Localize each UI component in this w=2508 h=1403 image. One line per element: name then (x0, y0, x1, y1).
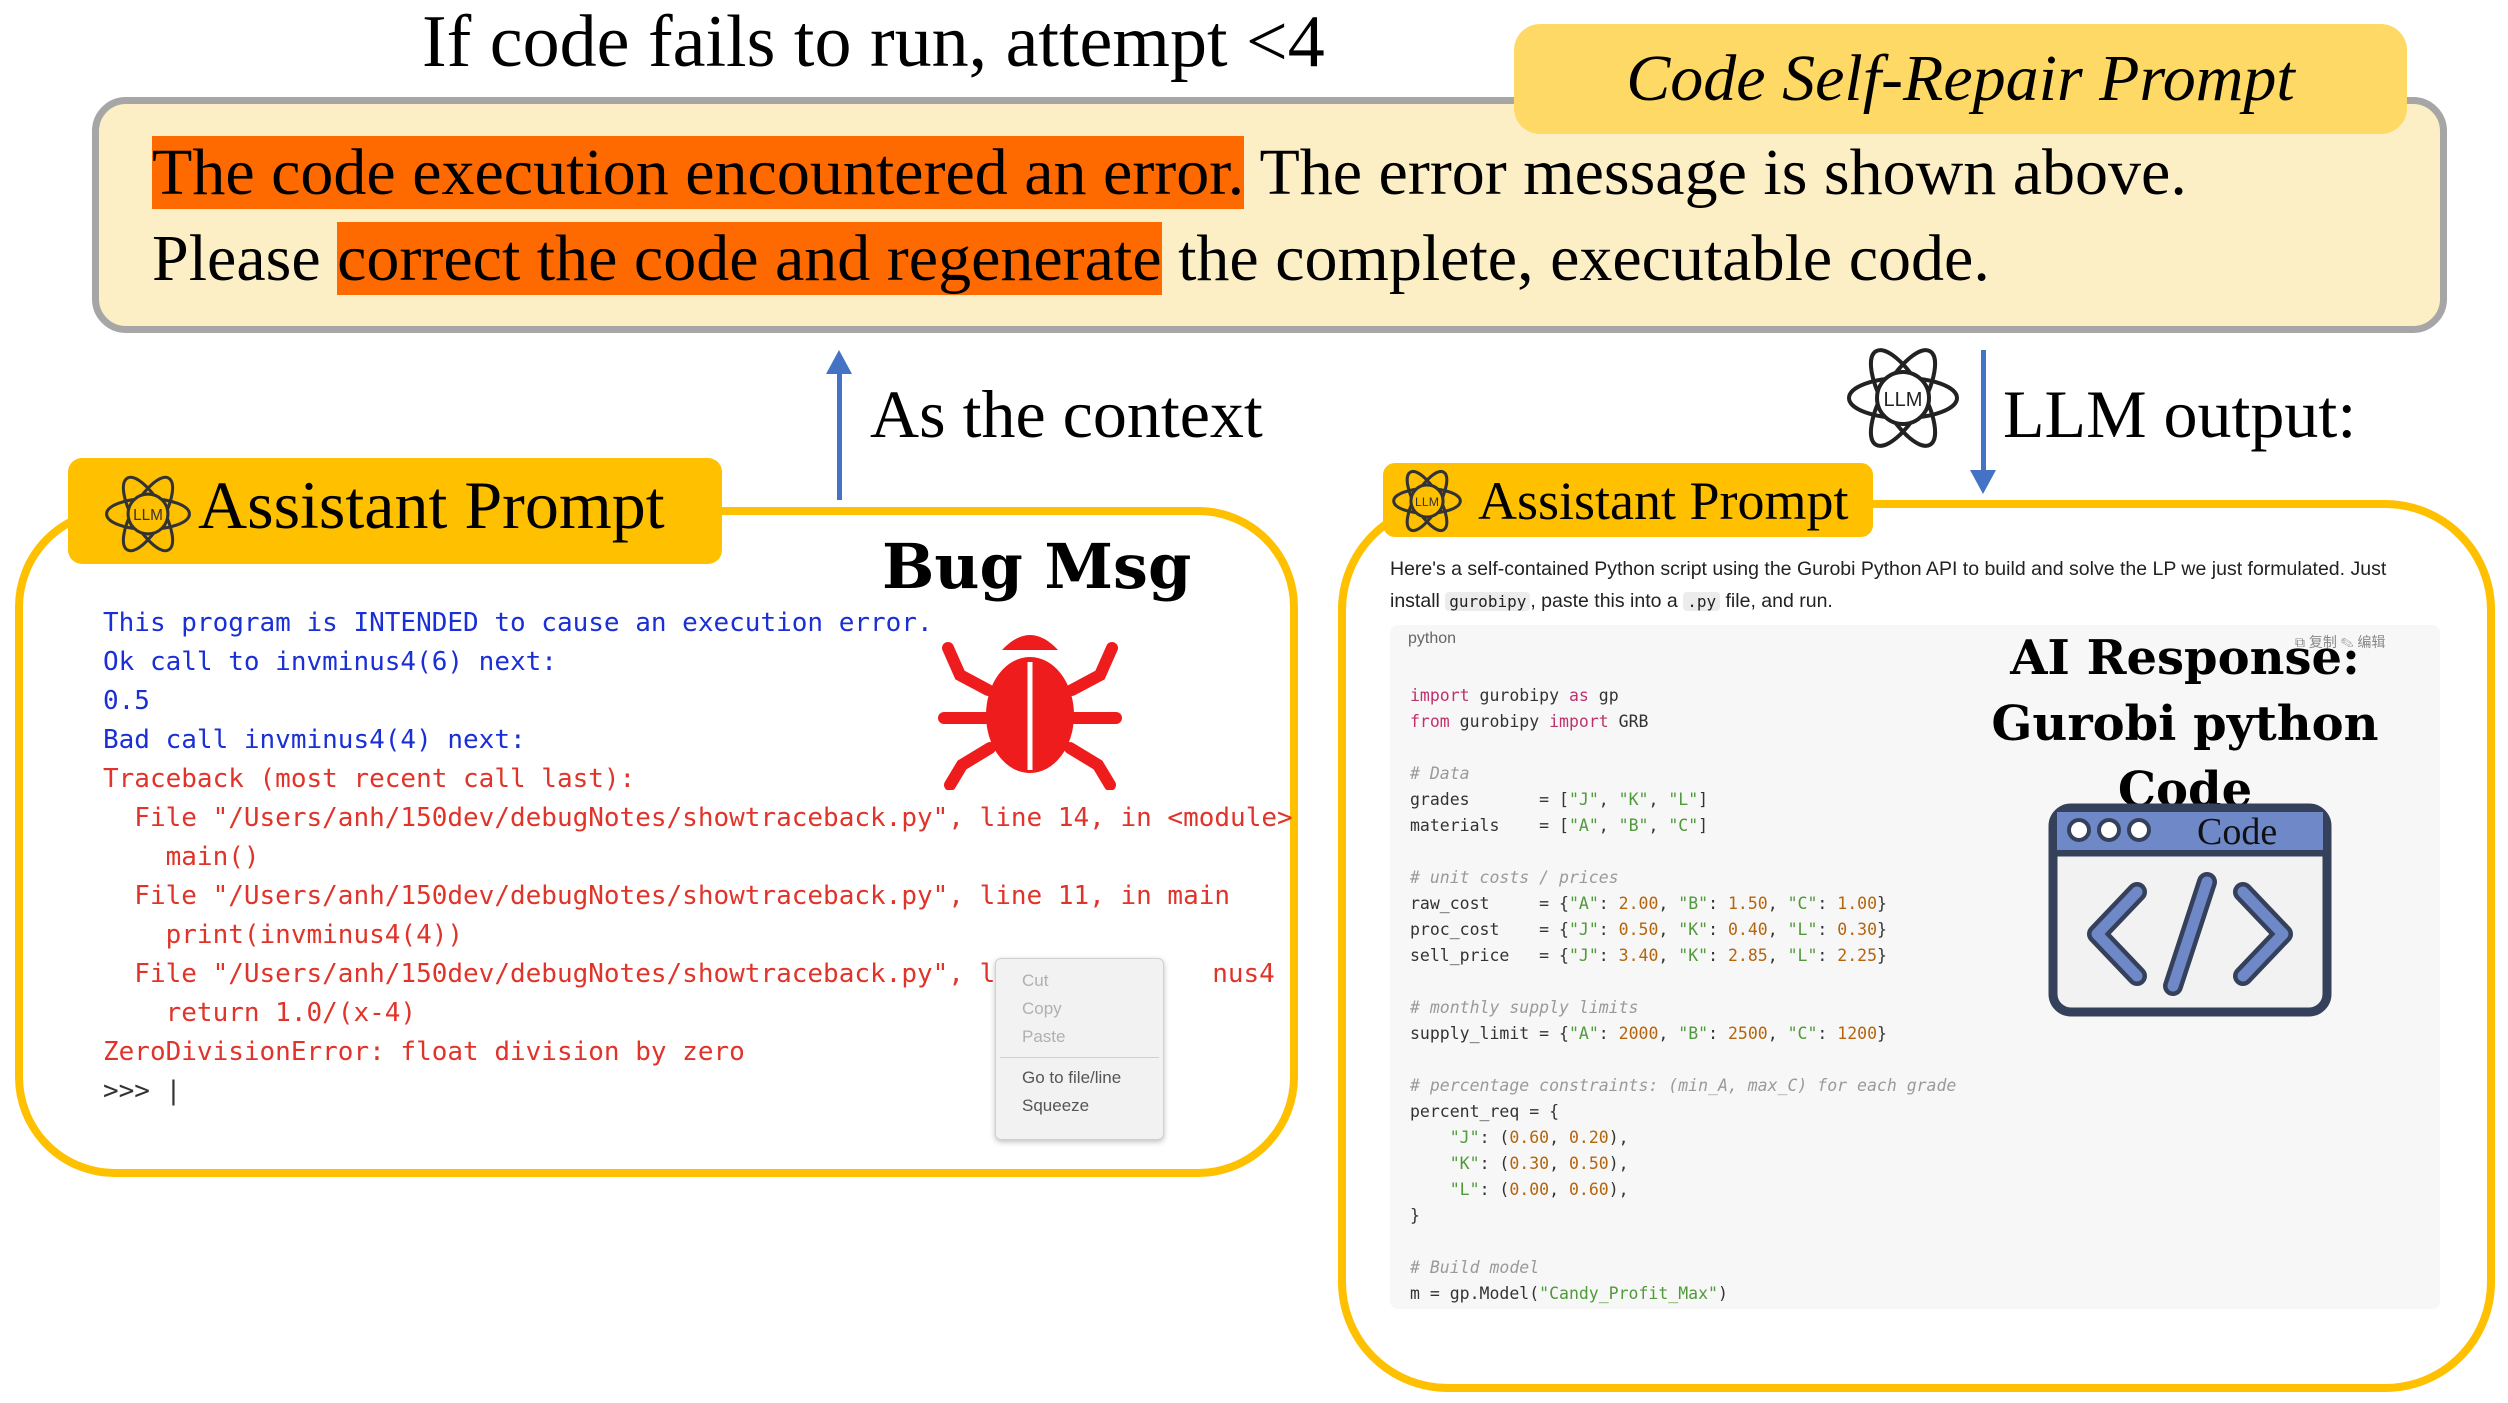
context-menu-separator (1000, 1057, 1159, 1058)
code-window-icon: Code (2048, 803, 2332, 1017)
left-assistant-tag (68, 458, 722, 564)
self-repair-prompt-text: The code execution encountered an error.… (152, 130, 2412, 302)
context-arrow (837, 365, 842, 500)
terminal-line: Ok call to invminus4(6) next: (103, 647, 557, 677)
llm-icon-text: LLM (133, 507, 163, 524)
terminal-line: File "/Users/anh/150dev/debugNotes/showt… (103, 881, 1231, 911)
llm-atom-icon: LLM (1392, 469, 1462, 533)
llm-output-label: LLM output: (2003, 376, 2357, 452)
inline-code-gurobipy: gurobipy (1445, 592, 1531, 611)
context-menu-copy[interactable]: Copy (1022, 999, 1062, 1018)
self-repair-prompt-tag: Code Self-Repair Prompt (1514, 24, 2407, 134)
intro-text: , paste this into a (1530, 590, 1684, 612)
context-menu: Cut Copy Paste Go to file/line Squeeze (995, 958, 1164, 1140)
llm-atom-icon: LLM (1847, 348, 1959, 448)
terminal-output: This program is INTENDED to cause an exe… (103, 604, 1293, 1111)
code-language-label: python (1408, 630, 1457, 647)
python-code: import gurobipy as gp from gurobipy impo… (1410, 686, 1957, 1303)
terminal-line-text: File "/Users/anh/150dev/debugNotes/showt… (103, 959, 1043, 989)
llm-icon-text: LLM (1884, 389, 1923, 411)
terminal-line: print(invminus4(4)) (103, 920, 464, 950)
response-intro: Here's a self-contained Python script us… (1390, 553, 2440, 618)
llm-output-arrow-head (1970, 470, 1996, 494)
terminal-line: File "/Users/anh/150dev/debugNotes/showt… (103, 955, 1293, 994)
highlight-error: The code execution encountered an error. (152, 136, 1245, 209)
terminal-prompt[interactable]: >>> | (103, 1076, 182, 1106)
context-menu-paste[interactable]: Paste (1022, 1027, 1066, 1046)
intro-text: file, and run. (1720, 590, 1833, 612)
inline-code-py: .py (1683, 592, 1721, 611)
bug-msg-title: Bug Msg (882, 530, 1192, 603)
top-caption: If code fails to run, attempt <4 (422, 1, 1325, 83)
code-icon-label: Code (2197, 811, 2277, 853)
prompt-text-2: Please (152, 222, 338, 295)
intro-text: Here's a self-contained Python script us… (1390, 558, 2387, 612)
llm-output-arrow (1981, 350, 1986, 475)
code-block-actions[interactable]: ⧉ 复制 ✎ 编辑 (2295, 634, 2386, 650)
terminal-line-tail: nus4 (1212, 959, 1275, 989)
ai-response-title-1: AI Response: (2010, 630, 2360, 686)
ai-response-title: AI Response: Gurobi python Code (1960, 625, 2410, 823)
left-assistant-tag-label: Assistant Prompt (198, 467, 665, 543)
right-assistant-tag-label: Assistant Prompt (1478, 471, 1849, 531)
terminal-line: main() (103, 842, 260, 872)
terminal-line: Traceback (most recent call last): (103, 764, 636, 794)
prompt-text-3: the complete, executable code. (1161, 222, 1990, 295)
terminal-line: This program is INTENDED to cause an exe… (103, 608, 933, 638)
llm-icon-text: LLM (1415, 495, 1439, 509)
bug-icon (938, 635, 1122, 790)
right-assistant-tag (1383, 463, 1873, 537)
context-arrow-head (826, 350, 852, 374)
context-label: As the context (870, 376, 1263, 452)
terminal-line: 0.5 (103, 686, 150, 716)
highlight-regenerate: correct the code and regenerate (337, 222, 1162, 295)
context-menu-goto[interactable]: Go to file/line (1022, 1068, 1122, 1087)
context-menu-cut[interactable]: Cut (1022, 971, 1049, 990)
terminal-line: return 1.0/(x-4) (103, 998, 417, 1028)
terminal-line: Bad call invminus4(4) next: (103, 725, 526, 755)
llm-atom-icon: LLM (105, 475, 191, 553)
context-menu-squeeze[interactable]: Squeeze (1022, 1096, 1090, 1115)
terminal-line: ZeroDivisionError: float division by zer… (103, 1037, 745, 1067)
terminal-line: File "/Users/anh/150dev/debugNotes/showt… (103, 803, 1293, 833)
prompt-text-1: The error message is shown above. (1244, 136, 2187, 209)
